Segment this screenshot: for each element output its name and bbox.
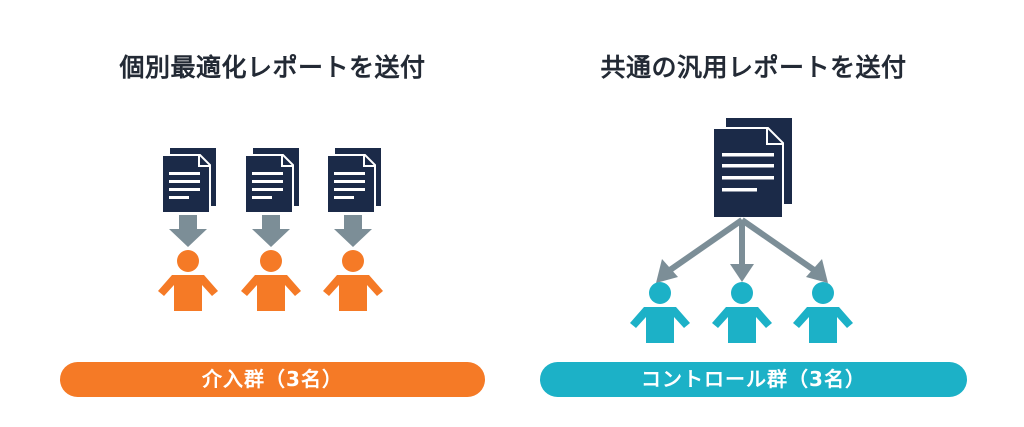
title-common-report: 共通の汎用レポートを送付 [600,53,907,82]
document-stack-icon [712,118,792,219]
intervention-group-label: 介入群（3名） [60,362,485,397]
person-icon [241,250,301,311]
person-icon [630,282,690,343]
arrow-head-icon [656,259,678,283]
arrow-down-icon [169,215,207,247]
person-icon [323,250,383,311]
document-stack-icon [326,147,382,214]
arrow-down-icon [334,215,372,247]
arrow-head-icon [730,264,754,282]
person-icon [793,282,853,343]
arrow-down-icon [252,215,290,247]
arrow-line [740,217,816,273]
document-stack-icon [244,147,300,214]
arrow-line [668,217,744,273]
arrow-head-icon [806,259,828,283]
control-group-label: コントロール群（3名） [540,362,967,397]
person-icon [712,282,772,343]
title-individual-report: 個別最適化レポートを送付 [119,53,426,82]
document-stack-icon [161,147,217,214]
left-group [158,147,383,311]
right-group [630,118,853,343]
person-icon [158,250,218,311]
